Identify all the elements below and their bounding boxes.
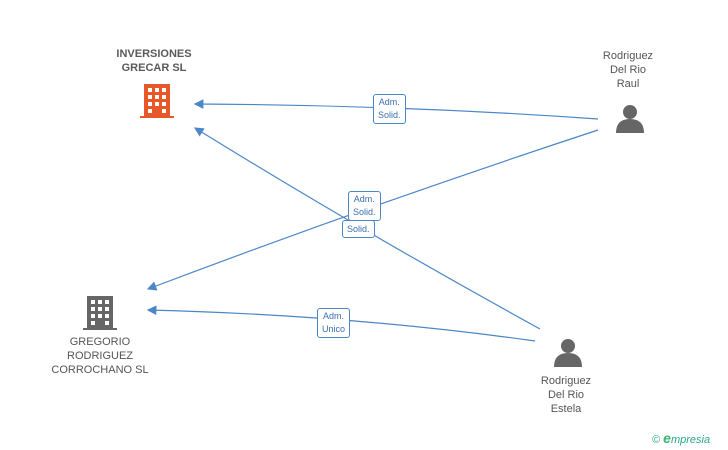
edge-label-adm-solid[interactable]: Adm. Solid.	[348, 191, 381, 221]
brand-name: mpresia	[670, 434, 711, 446]
label-line: Rodriguez	[540, 375, 592, 387]
label-line: RODRIGUEZ	[67, 350, 133, 362]
label-line: CORROCHANO SL	[51, 364, 149, 376]
label-line: GREGORIO	[69, 336, 131, 348]
edge-label-adm-unico[interactable]: Adm. Unico	[317, 308, 351, 338]
label-line: Raul	[616, 78, 640, 90]
label-line: INVERSIONES	[116, 48, 192, 60]
building-icon	[140, 84, 174, 118]
edge-label-line: Adm.	[378, 97, 400, 107]
edge-label-line: Solid.	[353, 207, 376, 217]
edge-label-line: Solid.	[347, 224, 370, 234]
label-line: GRECAR SL	[121, 62, 187, 74]
person-raul-label: Rodriguez Del Rio Raul	[588, 49, 668, 91]
label-line: Del Rio	[609, 64, 647, 76]
brand-logo-initial: e	[663, 430, 671, 446]
building-icon	[83, 296, 117, 330]
label-line: Rodriguez	[602, 50, 654, 62]
copyright-icon: ©	[652, 434, 661, 446]
brand-watermark: © empresia	[652, 430, 710, 446]
person-estela-label: Rodriguez Del Rio Estela	[526, 374, 606, 416]
edge-label-line: Adm.	[353, 194, 375, 204]
edge-label-solid[interactable]: Solid.	[342, 220, 375, 238]
person-icon	[554, 339, 582, 367]
edge-label-line: Unico	[322, 324, 346, 334]
person-icon	[616, 105, 644, 133]
edge-label-line: Solid.	[378, 110, 401, 120]
label-line: Estela	[550, 403, 582, 415]
label-line: Del Rio	[547, 389, 585, 401]
edge-label-adm-solid[interactable]: Adm. Solid.	[373, 94, 406, 124]
company-gregorio-label: GREGORIO RODRIGUEZ CORROCHANO SL	[40, 335, 160, 377]
company-inversiones-label: INVERSIONES GRECAR SL	[98, 47, 210, 75]
edge-label-line: Adm.	[323, 311, 345, 321]
